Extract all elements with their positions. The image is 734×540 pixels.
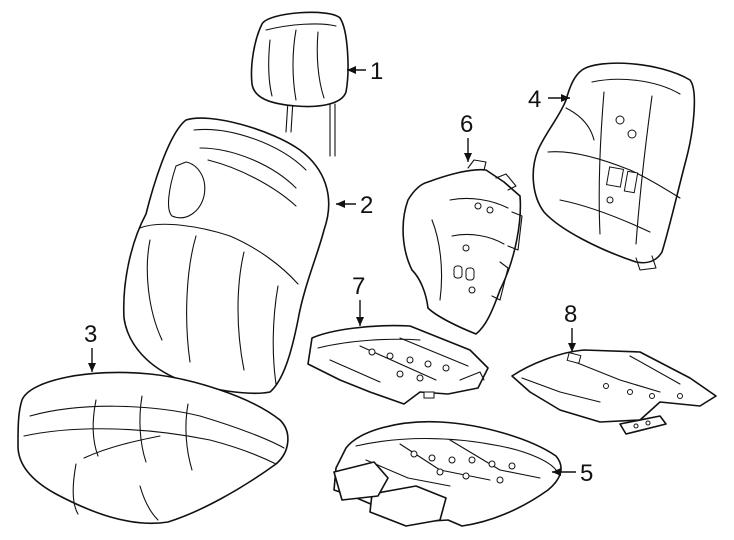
cushion-pan	[511, 349, 717, 435]
seat-cushion-frame	[333, 420, 562, 527]
callout-6: 6	[460, 111, 473, 138]
seat-back-frame	[532, 62, 696, 271]
cushion-heater-mat	[307, 324, 489, 405]
callout-1: 1	[370, 58, 383, 85]
seat-back-cushion	[122, 117, 330, 395]
callout-8: 8	[564, 301, 577, 328]
seat-cushion	[17, 371, 289, 525]
callout-3: 3	[84, 321, 97, 348]
headrest	[250, 11, 349, 157]
callout-7: 7	[352, 273, 365, 300]
back-pad	[402, 159, 523, 335]
callout-5: 5	[580, 460, 593, 487]
callout-4: 4	[528, 86, 541, 113]
callout-2: 2	[360, 192, 373, 219]
